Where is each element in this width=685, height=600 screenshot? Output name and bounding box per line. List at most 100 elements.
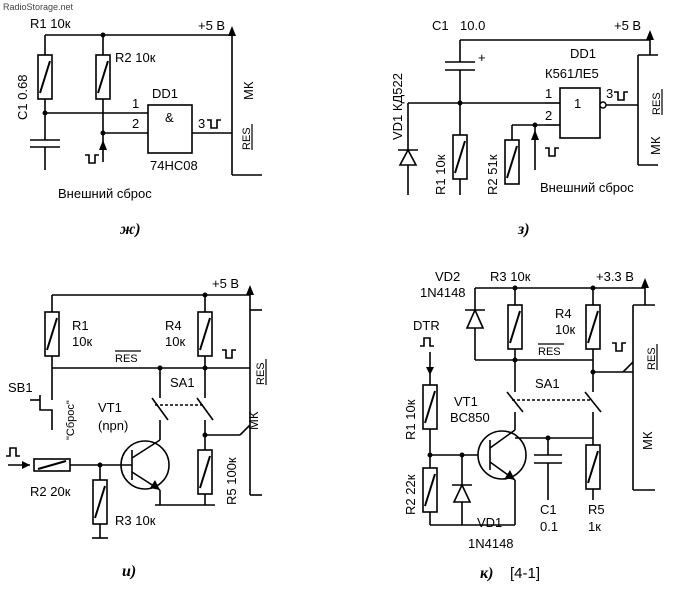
vd1-label-k: VD1 <box>477 515 502 530</box>
pin2-label-zh: 2 <box>132 116 139 131</box>
r5-label-i: R5 100к <box>224 457 239 505</box>
vcc-arrow-i <box>246 285 254 295</box>
res-label-i: RES <box>115 353 138 365</box>
gate-symbol-zh: & <box>165 110 174 125</box>
r5-label-k: R5 <box>588 502 605 517</box>
schematic-k: +3.3 В VD2 1N4148 R3 10к R4 10к RES <box>403 269 658 582</box>
resistor-r2-i <box>33 458 71 472</box>
pin3-label-zh: 3 <box>198 116 205 131</box>
sb1-label-i: SB1 <box>8 380 33 395</box>
vcc-label-i: +5 В <box>212 276 239 291</box>
nor-gate-dd1 <box>559 87 601 139</box>
resistor-r1-zh <box>37 54 53 100</box>
diode-vd2-k <box>465 308 485 329</box>
r4-label-i: R4 <box>165 318 182 333</box>
resistor-r2-k <box>422 467 438 513</box>
vt1-label-i: VT1 <box>98 400 122 415</box>
resistor-r2-z <box>504 139 520 185</box>
dtr-label-k: DTR <box>413 318 440 333</box>
resistor-r1-z <box>452 134 468 180</box>
schematic-i: +5 В R1 10к R4 10к RES SB1 "Сброс" SA1 <box>5 276 267 580</box>
plus-sign-z: + <box>478 50 486 65</box>
res-pin-k: RES <box>646 347 658 370</box>
resistor-r4-i <box>197 311 213 357</box>
caption-k: к) <box>480 565 493 582</box>
vt1-label-k: VT1 <box>454 394 478 409</box>
caption-i: и) <box>122 563 136 580</box>
pulse-out-zh <box>206 119 222 129</box>
resistor-r1-k <box>422 384 438 430</box>
c1-label-zh: C1 0.68 <box>15 74 30 120</box>
vcc-label-z: +5 В <box>614 18 641 33</box>
schematic-zh: +5 В R1 10к R2 10к C1 0.68 DD1 & 74HC08 … <box>15 16 262 238</box>
sa1-label-k: SA1 <box>535 376 560 391</box>
mk-label-k: МК <box>640 431 655 450</box>
schematic-z: +5 В C1 10.0 + VD1 КД522 R1 10к R2 51к В… <box>390 18 663 238</box>
diode-vd1-k <box>452 483 472 503</box>
resistor-r5-i <box>197 449 213 495</box>
resistor-r1-i <box>44 311 60 357</box>
pulse-i <box>221 349 237 359</box>
r1-label-z: R1 10к <box>433 154 448 195</box>
r1-label-i: R1 <box>72 318 89 333</box>
chip-label-z: К561ЛЕ5 <box>545 66 599 81</box>
pulse-dtr-k <box>419 337 435 347</box>
dd1-label-zh: DD1 <box>152 86 178 101</box>
npn-label-i: (npn) <box>98 418 128 433</box>
sbros-label-i: "Сброс" <box>65 400 77 440</box>
res-pin-zh: RES <box>241 127 253 150</box>
vcc-arrow-k <box>641 278 649 288</box>
pulse-in-zh <box>84 154 100 164</box>
reset-arrow-z <box>531 130 539 140</box>
res-label-k: RES <box>538 346 561 358</box>
reset-arrow-zh <box>99 140 107 150</box>
caption-z: з) <box>517 221 530 238</box>
r2-label-zh: R2 10к <box>115 50 156 65</box>
r4-value-k: 10к <box>555 322 575 337</box>
res-pin-i: RES <box>255 362 267 385</box>
mk-label-zh: МК <box>241 81 256 100</box>
vd1-label-z: VD1 КД522 <box>390 73 405 140</box>
res-pin-z: RES <box>651 92 663 115</box>
reference-k: [4-1] <box>510 565 540 582</box>
caption-zh: ж) <box>119 221 141 238</box>
vd2-part-k: 1N4148 <box>420 285 466 300</box>
pin3-label-z: 3 <box>606 86 613 101</box>
r1-label-zh: R1 10к <box>30 16 71 31</box>
dd1-label-z: DD1 <box>570 46 596 61</box>
resistor-r5-k <box>585 444 601 490</box>
sa1-label-i: SA1 <box>170 375 195 390</box>
pin1-label-zh: 1 <box>132 96 139 111</box>
vcc-arrow-z <box>646 30 654 40</box>
ext-reset-label-zh: Внешний сброс <box>58 186 152 201</box>
resistor-r3-i <box>92 479 108 525</box>
vt1-part-k: BC850 <box>450 410 490 425</box>
c1-label-k: C1 <box>540 502 557 517</box>
vd1-part-k: 1N4148 <box>468 536 514 551</box>
pin2-label-z: 2 <box>545 108 552 123</box>
c1-value-k: 0.1 <box>540 519 558 534</box>
diode-vd1-z <box>398 148 418 166</box>
pulse-k <box>611 342 627 352</box>
r3-label-i: R3 10к <box>115 513 156 528</box>
chip-label-zh: 74HC08 <box>150 158 198 173</box>
vd2-label-k: VD2 <box>435 269 460 284</box>
r4-label-k: R4 <box>555 306 572 321</box>
and-gate-dd1 <box>147 104 193 154</box>
c1-value-z: 10.0 <box>460 18 485 33</box>
c1-label-z: C1 <box>432 18 449 33</box>
pulse-out-z <box>613 91 629 101</box>
resistor-r4-k <box>585 304 601 350</box>
r4-value-i: 10к <box>165 334 185 349</box>
pin1-label-z: 1 <box>545 86 552 101</box>
r2-label-k: R2 22к <box>403 474 418 515</box>
gate-symbol-z: 1 <box>574 96 581 111</box>
vcc-arrow-zh <box>228 26 236 36</box>
resistor-r3-k <box>507 304 523 350</box>
ext-reset-label-z: Внешний сброс <box>540 180 634 195</box>
pulse-in-z <box>544 147 560 157</box>
r1-value-i: 10к <box>72 334 92 349</box>
r1-label-k: R1 10к <box>403 399 418 440</box>
r3-label-k: R3 10к <box>490 269 531 284</box>
mk-label-z: МК <box>648 136 663 155</box>
